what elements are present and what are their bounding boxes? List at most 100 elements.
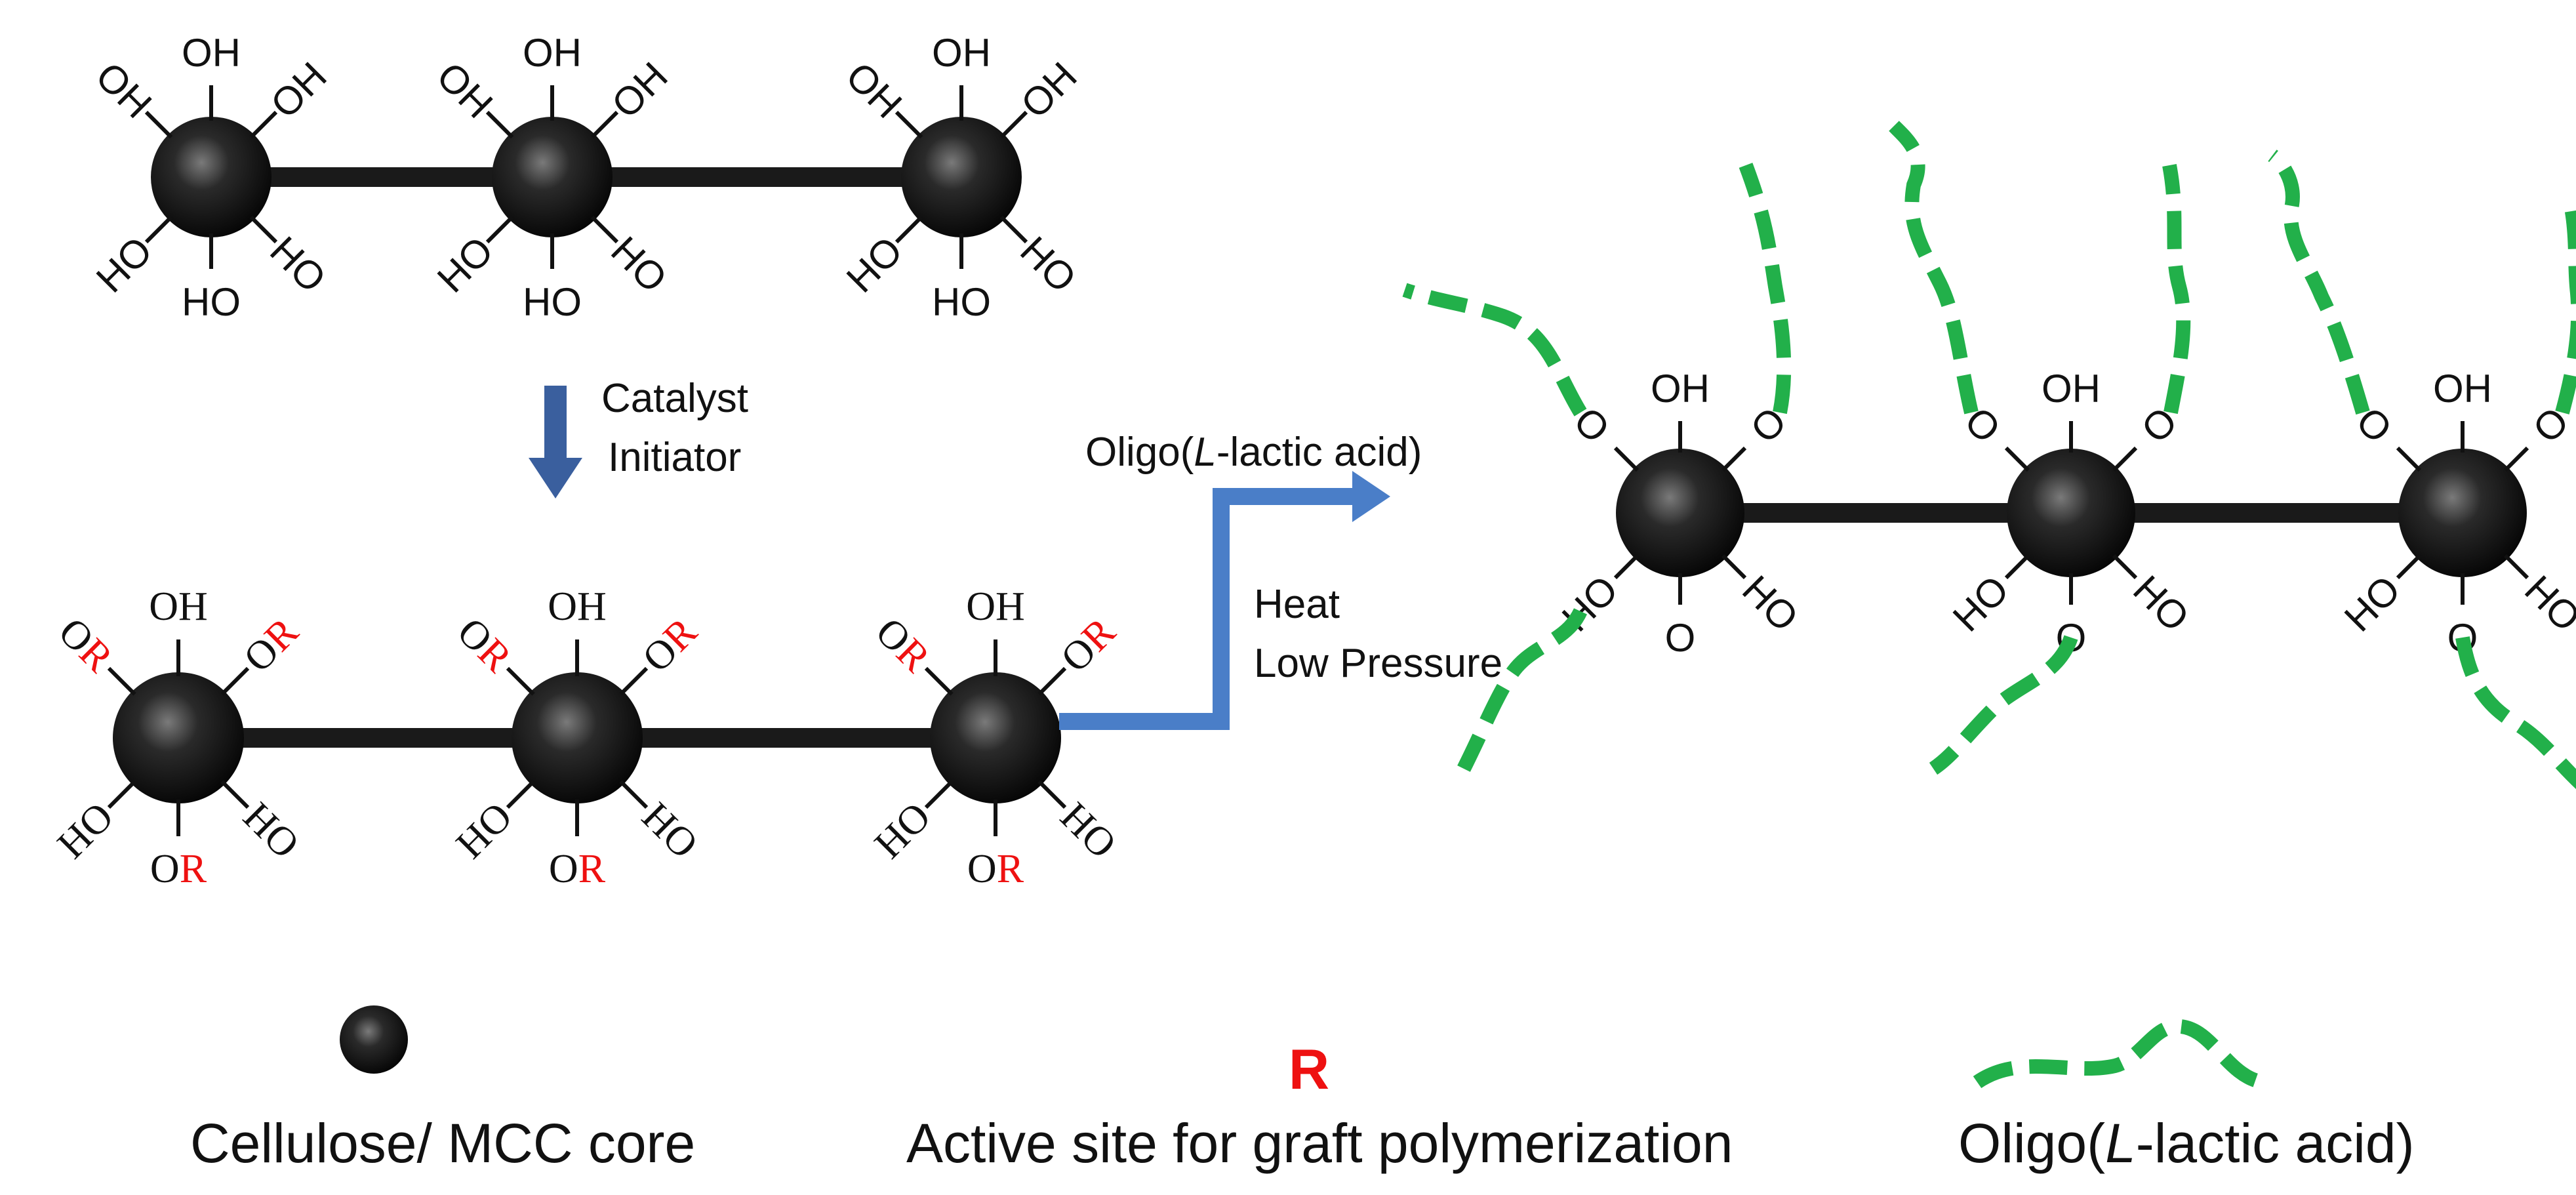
- mid-core-2: [512, 672, 643, 803]
- mid-core-3-oh-n-label-part: OH: [966, 584, 1025, 629]
- mid-core-3-or-ne-bond: [1037, 666, 1067, 696]
- grafted-core-2-o-ne-bond: [2112, 446, 2138, 472]
- grafted-core-1-ho-se-label: HO: [1734, 567, 1807, 639]
- top-core-3-oh-nw-bond: [895, 110, 923, 139]
- mid-core-1-or-s-label-part: R: [180, 847, 207, 891]
- legend: Cellulose/ MCC core R Active site for gr…: [190, 1005, 2415, 1174]
- top-core-1-ho-se-bond: [249, 215, 278, 244]
- top-core-2-oh-n-label: OH: [523, 31, 582, 75]
- grafted-core-1-o-s-label: O: [1665, 616, 1696, 660]
- grafted-core-2: [2007, 449, 2135, 577]
- top-core-3: [901, 117, 1022, 237]
- grafted-core-3-oh-n-label: OH: [2433, 367, 2492, 411]
- top-core-3-ho-se-bond: [999, 215, 1028, 244]
- top-core-2-ho-sw-bond: [485, 215, 514, 244]
- grafted-core-2-o-nw-bond: [2004, 446, 2030, 472]
- top-core-3-oh-ne-bond: [999, 110, 1028, 139]
- mid-core-1-oh-n-label-part: OH: [149, 584, 208, 629]
- mid-core-3-oh-n-label: OH: [966, 584, 1025, 629]
- legend-active-site-label: Active site for graft polymerization: [906, 1112, 1733, 1174]
- top-core-2-oh-nw-bond: [485, 110, 514, 139]
- grafted-core-3-ho-sw-label: HO: [2336, 567, 2409, 639]
- grafted-core-2-ho-se-bond: [2112, 554, 2138, 580]
- top-core-3-oh-n-label: OH: [932, 31, 991, 75]
- grafted-core-3-ho-se-bond: [2503, 554, 2529, 580]
- grafted-core-3-o-ne-bond: [2503, 446, 2529, 472]
- mid-core-1: [113, 672, 244, 803]
- mid-core-3-ho-se-bond: [1037, 780, 1067, 809]
- mid-core-2-oh-n-label-part: OH: [548, 584, 607, 629]
- step2-arrow: [1059, 471, 1390, 730]
- grafted-core-3-oh-n-label-part: OH: [2433, 367, 2492, 411]
- mid-core-1-ho-sw-bond: [107, 780, 136, 809]
- grafted-core-1-oh-n-label-part: OH: [1651, 367, 1710, 411]
- grafted-core-2-oh-n-label: OH: [2042, 367, 2101, 411]
- mid-core-1-or-nw-bond: [107, 666, 136, 696]
- mid-core-3-ho-sw-bond: [924, 780, 954, 809]
- grafted-core-1-oligomer-chain-s: [1457, 607, 1587, 772]
- top-core-2-oh-n-label-part: OH: [523, 31, 582, 75]
- grafted-core-1-o-s-label-part: O: [1665, 616, 1696, 660]
- mid-core-1-or-s-label-part: O: [150, 847, 180, 891]
- grafted-core-1-o-ne-bond: [1721, 446, 1747, 472]
- grafted-core-2-ho-sw-bond: [2004, 554, 2030, 580]
- mid-core-3-or-s-label-part: R: [997, 847, 1024, 891]
- legend-core-label: Cellulose/ MCC core: [190, 1112, 695, 1174]
- top-core-3-oh-n-label-part: OH: [932, 31, 991, 75]
- mid-core-2-or-s-label-part: R: [578, 847, 606, 891]
- grafted-core-3-ho-sw-label-part: HO: [2336, 567, 2409, 639]
- top-core-1-oh-n-label-part: OH: [182, 31, 241, 75]
- grafted-core-1-oligomer-chain-ne: [1739, 163, 1792, 415]
- grafted-core-2-oligomer-chain-s: [1929, 635, 2078, 775]
- mid-core-2-ho-sw-bond: [506, 780, 535, 809]
- top-core-3-ho-sw-bond: [895, 215, 923, 244]
- top-core-2-oh-ne-bond: [590, 110, 619, 139]
- catalyst-label: Catalyst: [601, 376, 748, 421]
- step1-arrow: [529, 386, 582, 498]
- grafted-core-2-oligomer-chain-ne: [2162, 163, 2191, 415]
- grafted-core-2-ho-sw-label-part: HO: [1944, 567, 2017, 639]
- top-core-1-oh-n-label: OH: [182, 31, 241, 75]
- grafted-core-3-oligomer-chain-ne: [2555, 203, 2576, 415]
- grafted-core-3-o-nw-bond: [2396, 446, 2422, 472]
- legend-sphere-icon: [340, 1005, 408, 1074]
- mid-core-1-ho-se-bond: [220, 780, 250, 809]
- top-core-1: [151, 117, 272, 237]
- top-core-3-ho-s-label-part: HO: [932, 280, 991, 324]
- top-core-2-ho-s-label: HO: [523, 280, 582, 324]
- mid-core-3: [930, 672, 1061, 803]
- grafted-core-1-oh-n-label: OH: [1651, 367, 1710, 411]
- grafted-core-2-ho-sw-label: HO: [1944, 567, 2017, 639]
- grafted-core-1: [1616, 449, 1744, 577]
- mid-core-3-or-s-label-part: O: [967, 847, 997, 891]
- top-core-1-oh-nw-bond: [144, 110, 173, 139]
- mid-core-2-or-s-label: OR: [549, 847, 606, 891]
- mid-core-2-or-ne-bond: [619, 666, 649, 696]
- oligo-reagent-label: Oligo(L-lactic acid): [1085, 430, 1422, 475]
- grafted-core-1-o-nw-bond: [1613, 446, 1640, 472]
- mid-core-2-ho-se-bond: [619, 780, 649, 809]
- grafted-core-3-oligomer-chain-nw: [2267, 150, 2370, 415]
- top-core-1-oh-ne-bond: [249, 110, 278, 139]
- mid-core-3-or-s-label: OR: [967, 847, 1024, 891]
- mid-core-2-or-nw-bond: [506, 666, 535, 696]
- top-core-1-ho-sw-bond: [144, 215, 173, 244]
- top-core-2-ho-s-label-part: HO: [523, 280, 582, 324]
- grafted-core-3-oligomer-chain-s: [2455, 636, 2576, 790]
- grafted-core-3-ho-sw-bond: [2396, 554, 2422, 580]
- top-core-3-ho-s-label: HO: [932, 280, 991, 324]
- mid-core-1-or-s-label: OR: [150, 847, 207, 891]
- grafted-core-2-ho-se-label: HO: [2125, 567, 2198, 639]
- initiator-label: Initiator: [608, 435, 741, 480]
- grafted-core-1-oligomer-chain-nw: [1402, 283, 1587, 416]
- low-pressure-label: Low Pressure: [1254, 641, 1502, 686]
- legend-active-site-symbol: R: [1289, 1038, 1329, 1101]
- grafted-core-1-ho-sw-bond: [1613, 554, 1640, 580]
- mid-core-1-or-ne-bond: [220, 666, 250, 696]
- top-core-1-ho-s-label-part: HO: [182, 280, 241, 324]
- grafted-core-1-ho-se-bond: [1721, 554, 1747, 580]
